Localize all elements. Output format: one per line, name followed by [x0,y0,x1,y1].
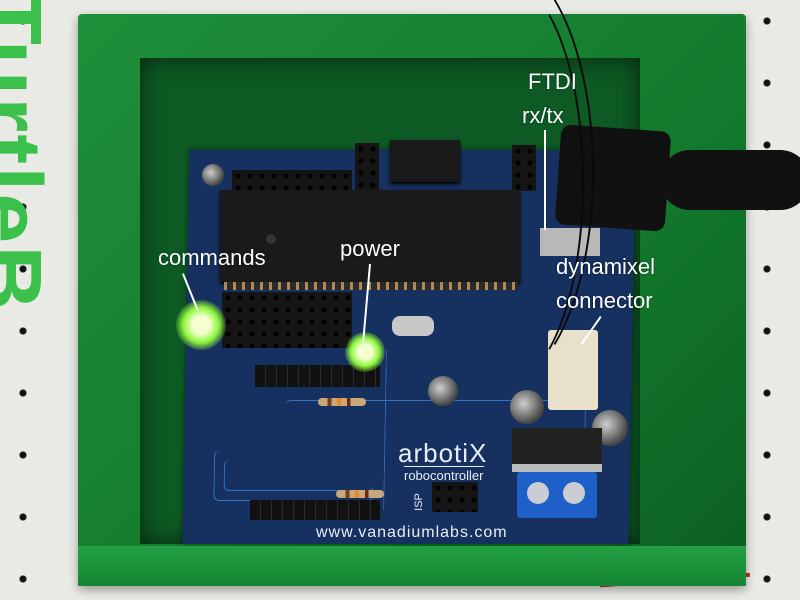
ftdi-label: FTDI [528,69,577,94]
dynamixel-label: dynamixel [556,254,656,279]
resistor [318,398,366,406]
female-header-top [255,365,380,387]
crystal [392,316,434,336]
board-subtitle: robocontroller [404,466,484,483]
commands-label: commands [158,245,266,270]
usb-cable [660,150,800,210]
capacitor [510,390,544,424]
dynamixel-connector [548,330,598,410]
board-website: www.vanadiumlabs.com [316,524,508,541]
ftdi-pointer-line [544,130,546,230]
capacitor [202,164,224,186]
header-pins [355,143,379,193]
servo-header-pins [222,292,352,348]
female-header-bottom [250,500,380,520]
commands-led [176,300,226,350]
power-led [345,332,385,372]
background-logo: TurtleB [0,0,59,313]
isp-label: ISP [412,493,425,511]
chip-pins-bottom [224,282,518,290]
black-wires [430,0,584,384]
rxtx-label: rx/tx [522,103,564,128]
board-brand: arbotiX [398,438,488,468]
power-label: power [340,236,400,261]
capacitor [428,376,458,406]
connector-label: connector [556,288,653,313]
isp-header [432,482,478,512]
power-terminal-block [517,472,597,518]
black-wires [410,0,594,384]
enclosure-front-wall [78,546,746,586]
voltage-regulator [512,428,602,472]
resistor [336,490,384,498]
